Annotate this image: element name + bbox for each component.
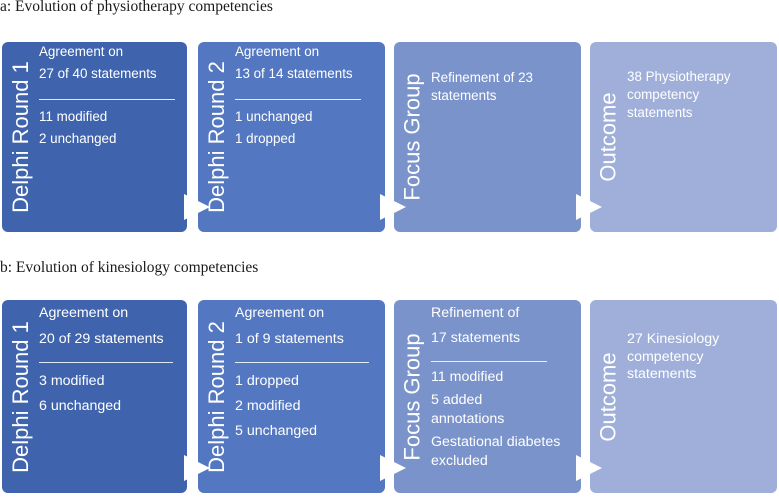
stage-text-line: excluded	[431, 453, 488, 469]
divider	[39, 99, 175, 100]
stage-text-line: Gestational diabetes	[431, 434, 561, 450]
stage-text-line: 20 of 29 statements	[39, 331, 164, 347]
divider	[235, 99, 361, 100]
stage-text-line: 2 unchanged	[39, 131, 117, 146]
stage-outcome: Outcome 27 Kinesiology competency statem…	[590, 300, 777, 493]
stage-label: Delphi Round 1	[8, 61, 34, 213]
panel-b-title: b: Evolution of kinesiology competencies	[0, 259, 259, 276]
stage-label: Delphi Round 2	[204, 61, 230, 213]
stage-text-line: 11 modified	[431, 369, 504, 385]
arrow-right-icon	[184, 455, 210, 481]
stage-text-line: annotations	[431, 411, 505, 427]
stage-text-line: 2 modified	[235, 398, 301, 414]
stage-text-line: 1 dropped	[235, 131, 296, 146]
arrow-right-icon	[184, 194, 210, 220]
stage-text-line: 6 unchanged	[39, 398, 122, 414]
stage-text-line: 5 added	[431, 392, 483, 408]
stage-delphi-round-2: Delphi Round 2 Agreement on 13 of 14 sta…	[198, 42, 385, 232]
stage-label: Delphi Round 2	[204, 320, 230, 473]
stage-outcome: Outcome 38 Physiotherapy competency stat…	[590, 42, 777, 232]
stage-text-line: Agreement on	[235, 305, 325, 321]
stage-text-line: 13 of 14 statements	[235, 66, 353, 81]
divider	[39, 362, 173, 363]
stage-label: Focus Group	[400, 332, 426, 461]
stage-delphi-round-1: Delphi Round 1 Agreement on 20 of 29 sta…	[2, 300, 187, 493]
arrow-right-icon	[576, 194, 602, 220]
stage-text-line: 1 dropped	[235, 373, 299, 389]
stage-text-line: 5 unchanged	[235, 423, 318, 439]
stage-text-line: 27 of 40 statements	[39, 66, 157, 81]
stage-text-line: 27 Kinesiology	[627, 331, 720, 347]
stage-text-line: competency	[627, 87, 700, 102]
divider	[235, 362, 369, 363]
stage-text-line: 17 statements	[431, 330, 521, 346]
stage-text-line: Agreement on	[39, 305, 129, 321]
stage-text-line: 1 of 9 statements	[235, 331, 344, 347]
stage-text-line: 3 modified	[39, 373, 105, 389]
stage-focus-group: Focus Group Refinement of 17 statements …	[394, 300, 581, 493]
stage-text-line: statements	[627, 366, 697, 382]
arrow-right-icon	[576, 455, 602, 481]
stage-text-line: Agreement on	[235, 44, 320, 59]
stage-focus-group: Focus Group Refinement of 23 statements	[394, 42, 581, 232]
stage-text-line: Refinement of 23	[431, 70, 533, 85]
divider	[431, 361, 547, 362]
stage-text-line: Agreement on	[39, 44, 124, 59]
arrow-right-icon	[380, 194, 406, 220]
stage-text-line: statements	[431, 88, 497, 103]
stage-text-line: Refinement of	[431, 305, 520, 321]
stage-label: Outcome	[596, 351, 622, 442]
stage-text-line: 11 modified	[39, 109, 108, 124]
stage-label: Delphi Round 1	[8, 320, 34, 473]
arrow-right-icon	[380, 455, 406, 481]
stage-delphi-round-2: Delphi Round 2 Agreement on 1 of 9 state…	[198, 300, 385, 493]
stage-text-line: competency	[627, 348, 704, 365]
stage-text-line: 38 Physiotherapy	[627, 69, 731, 84]
stage-delphi-round-1: Delphi Round 1 Agreement on 27 of 40 sta…	[2, 42, 187, 232]
stage-text-line: 1 unchanged	[235, 109, 313, 124]
stage-label: Focus Group	[400, 73, 426, 201]
stage-label: Outcome	[596, 92, 622, 182]
stage-text-line: statements	[627, 105, 693, 120]
panel-a-title: a: Evolution of physiotherapy competenci…	[0, 0, 273, 15]
